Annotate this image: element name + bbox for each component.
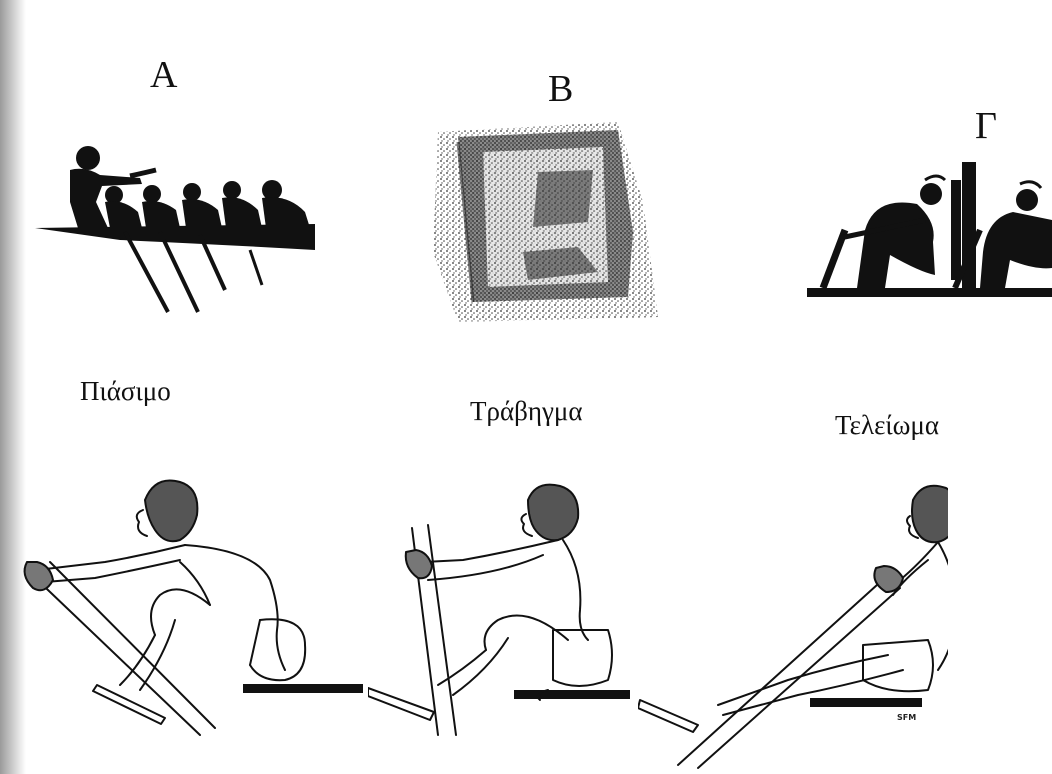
phase-label-catch: Πιάσιμο (80, 378, 171, 405)
artist-signature: SFM (897, 713, 916, 722)
ancient-rowers-silhouette-c (805, 160, 1052, 310)
panel-letter-a: A (150, 56, 177, 94)
ancient-relief-fragment-b (428, 112, 668, 332)
panel-letter-b: B (548, 70, 573, 108)
ancient-rowers-silhouette-a (30, 140, 330, 320)
rower-drawing-catch (15, 470, 370, 740)
rower-drawing-drive (368, 480, 638, 740)
phase-label-finish: Τελείωμα (835, 412, 939, 439)
panel-letter-c: Γ (975, 107, 997, 145)
phase-label-drive: Τράβηγμα (470, 398, 583, 425)
rower-drawing-finish (638, 480, 948, 770)
